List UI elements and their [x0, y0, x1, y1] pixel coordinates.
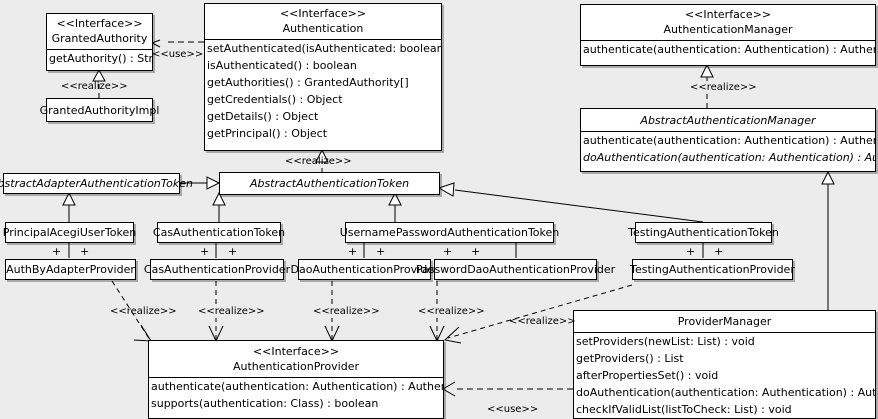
class-name: AbstractAdapterAuthenticationToken: [0, 177, 193, 190]
stereotype-label: <<Interface>>: [684, 8, 772, 21]
class-header: <<Interface>> AuthenticationProvider: [149, 341, 443, 377]
operation-row: getCredentials() : Object: [207, 93, 343, 106]
class-name: GrantedAuthority: [51, 32, 148, 45]
operations-compartment: setAuthenticated(isAuthenticated: boolea…: [205, 40, 441, 142]
multiplicity-marker: +: [443, 245, 453, 258]
class-name: CasAuthenticationToken: [152, 226, 286, 239]
class-abstract-authentication-token[interactable]: AbstractAuthenticationToken: [219, 172, 440, 195]
class-header: <<Interface>> AuthenticationManager: [581, 5, 875, 40]
class-authentication[interactable]: <<Interface>> Authentication setAuthenti…: [204, 3, 442, 151]
relationship-label-realize-auth-by-adapter: <<realize>>: [110, 306, 177, 317]
class-name: GrantedAuthorityImpl: [39, 103, 160, 117]
stereotype-label: <<Interface>>: [56, 17, 143, 30]
class-name: AbstractAuthenticationToken: [249, 177, 410, 190]
operation-row: setAuthenticated(isAuthenticated: boolea…: [207, 42, 441, 55]
operations-compartment: setProviders(newList: List) : void getPr…: [574, 333, 875, 418]
operation-row: doAuthentication(authentication: Authent…: [576, 386, 875, 399]
class-header: ProviderManager: [574, 311, 875, 332]
class-name: AuthenticationManager: [663, 23, 793, 36]
class-provider-manager[interactable]: ProviderManager setProviders(newList: Li…: [573, 310, 876, 419]
relationship-label-use-authentication-granted: <<use>>: [152, 49, 204, 60]
stereotype-label: <<Interface>>: [279, 7, 367, 20]
relationship-label-realize-testing-provider: <<realize>>: [509, 316, 576, 327]
operation-row: getPrincipal() : Object: [207, 127, 328, 140]
compartment-divider: [581, 40, 875, 41]
multiplicity-marker: +: [348, 245, 358, 258]
relationship-label-realize-dao-provider: <<realize>>: [313, 306, 380, 318]
operation-row: getProviders() : List: [576, 352, 684, 365]
multiplicity-marker: +: [686, 245, 696, 258]
relationship-label-realize-abstract-token: <<realize>>: [285, 156, 352, 167]
relationship-label-realize-password-dao-provider: <<realize>>: [418, 306, 485, 318]
class-name: TestingAuthenticationToken: [628, 226, 779, 239]
class-cas-authentication-provider[interactable]: CasAuthenticationProvider: [144, 259, 290, 280]
class-dao-authentication-provider[interactable]: DaoAuthenticationProvider: [291, 259, 439, 280]
class-principal-acegi-user-token[interactable]: PrincipalAcegiUserToken: [3, 222, 136, 243]
class-name: AbstractAuthenticationManager: [640, 114, 816, 127]
operations-compartment: authenticate(authentication: Authenticat…: [149, 378, 443, 412]
operation-row: setProviders(newList: List) : void: [576, 335, 755, 348]
compartment-divider: [47, 49, 152, 50]
class-name: DaoAuthenticationProvider: [290, 263, 439, 276]
operations-compartment: authenticate(authentication: Authenticat…: [581, 132, 875, 166]
class-auth-by-adapter-provider[interactable]: AuthByAdapterProvider: [5, 259, 136, 280]
class-authentication-provider[interactable]: <<Interface>> AuthenticationProvider aut…: [148, 340, 444, 419]
stereotype-label: <<Interface>>: [252, 345, 340, 358]
multiplicity-marker: +: [52, 245, 62, 258]
relationship-label-use-provider-manager: <<use>>: [487, 404, 539, 415]
operation-row: doAuthentication(authentication: Authent…: [583, 151, 875, 164]
multiplicity-marker: +: [376, 245, 386, 258]
multiplicity-marker: +: [228, 245, 238, 258]
class-name: AuthenticationProvider: [232, 360, 360, 373]
relationship-label-realize-granted-impl: <<realize>>: [61, 81, 128, 92]
class-header: <<Interface>> GrantedAuthority: [47, 14, 152, 49]
operation-row: afterPropertiesSet() : void: [576, 369, 719, 382]
class-authentication-manager[interactable]: <<Interface>> AuthenticationManager auth…: [580, 4, 876, 66]
operation-row: checkIfValidList(listToCheck: List) : vo…: [576, 403, 792, 416]
class-name: CasAuthenticationProvider: [143, 263, 291, 276]
operation-row: authenticate(authentication: Authenticat…: [583, 43, 875, 56]
class-testing-authentication-token[interactable]: TestingAuthenticationToken: [628, 222, 779, 243]
class-name: ProviderManager: [677, 315, 772, 328]
multiplicity-marker: +: [200, 245, 210, 258]
operation-row: authenticate(authentication: Authenticat…: [583, 134, 875, 147]
operation-row: getAuthority() : String: [49, 52, 152, 65]
class-granted-authority-impl[interactable]: GrantedAuthorityImpl: [40, 98, 159, 122]
class-granted-authority[interactable]: <<Interface>> GrantedAuthority getAuthor…: [46, 13, 153, 71]
operation-row: supports(authentication: Class) : boolea…: [151, 397, 379, 410]
class-name: AuthByAdapterProvider: [6, 263, 135, 276]
class-abstract-adapter-authentication-token[interactable]: AbstractAdapterAuthenticationToken: [0, 173, 193, 194]
operations-compartment: authenticate(authentication: Authenticat…: [581, 41, 875, 58]
compartment-divider: [574, 332, 875, 333]
operations-compartment: getAuthority() : String: [47, 50, 152, 67]
multiplicity-marker: +: [714, 245, 724, 258]
multiplicity-marker: +: [80, 245, 90, 258]
class-name: Authentication: [282, 22, 364, 35]
operation-row: getDetails() : Object: [207, 110, 319, 123]
relationship-label-realize-cas-provider: <<realize>>: [198, 306, 265, 318]
class-name: PasswordDaoAuthenticationProvider: [415, 263, 616, 276]
class-cas-authentication-token[interactable]: CasAuthenticationToken: [153, 222, 285, 243]
operation-row: isAuthenticated() : boolean: [207, 59, 357, 72]
compartment-divider: [149, 377, 443, 378]
operation-row: authenticate(authentication: Authenticat…: [151, 380, 443, 393]
class-name: UsernamePasswordAuthenticationToken: [339, 226, 560, 239]
class-header: AbstractAuthenticationManager: [581, 109, 875, 131]
class-abstract-authentication-manager[interactable]: AbstractAuthenticationManager authentica…: [580, 108, 876, 172]
relationship-label-realize-manager: <<realize>>: [690, 82, 757, 94]
multiplicity-marker: +: [471, 245, 481, 258]
class-header: <<Interface>> Authentication: [205, 4, 441, 39]
class-name: PrincipalAcegiUserToken: [2, 226, 137, 239]
class-password-dao-authentication-provider[interactable]: PasswordDaoAuthenticationProvider: [416, 259, 615, 280]
class-testing-authentication-provider[interactable]: TestingAuthenticationProvider: [630, 259, 795, 280]
compartment-divider: [205, 39, 441, 40]
class-username-password-authentication-token[interactable]: UsernamePasswordAuthenticationToken: [340, 222, 559, 243]
operation-row: getAuthorities() : GrantedAuthority[]: [207, 76, 409, 89]
compartment-divider: [581, 131, 875, 132]
class-name: TestingAuthenticationProvider: [630, 263, 795, 276]
